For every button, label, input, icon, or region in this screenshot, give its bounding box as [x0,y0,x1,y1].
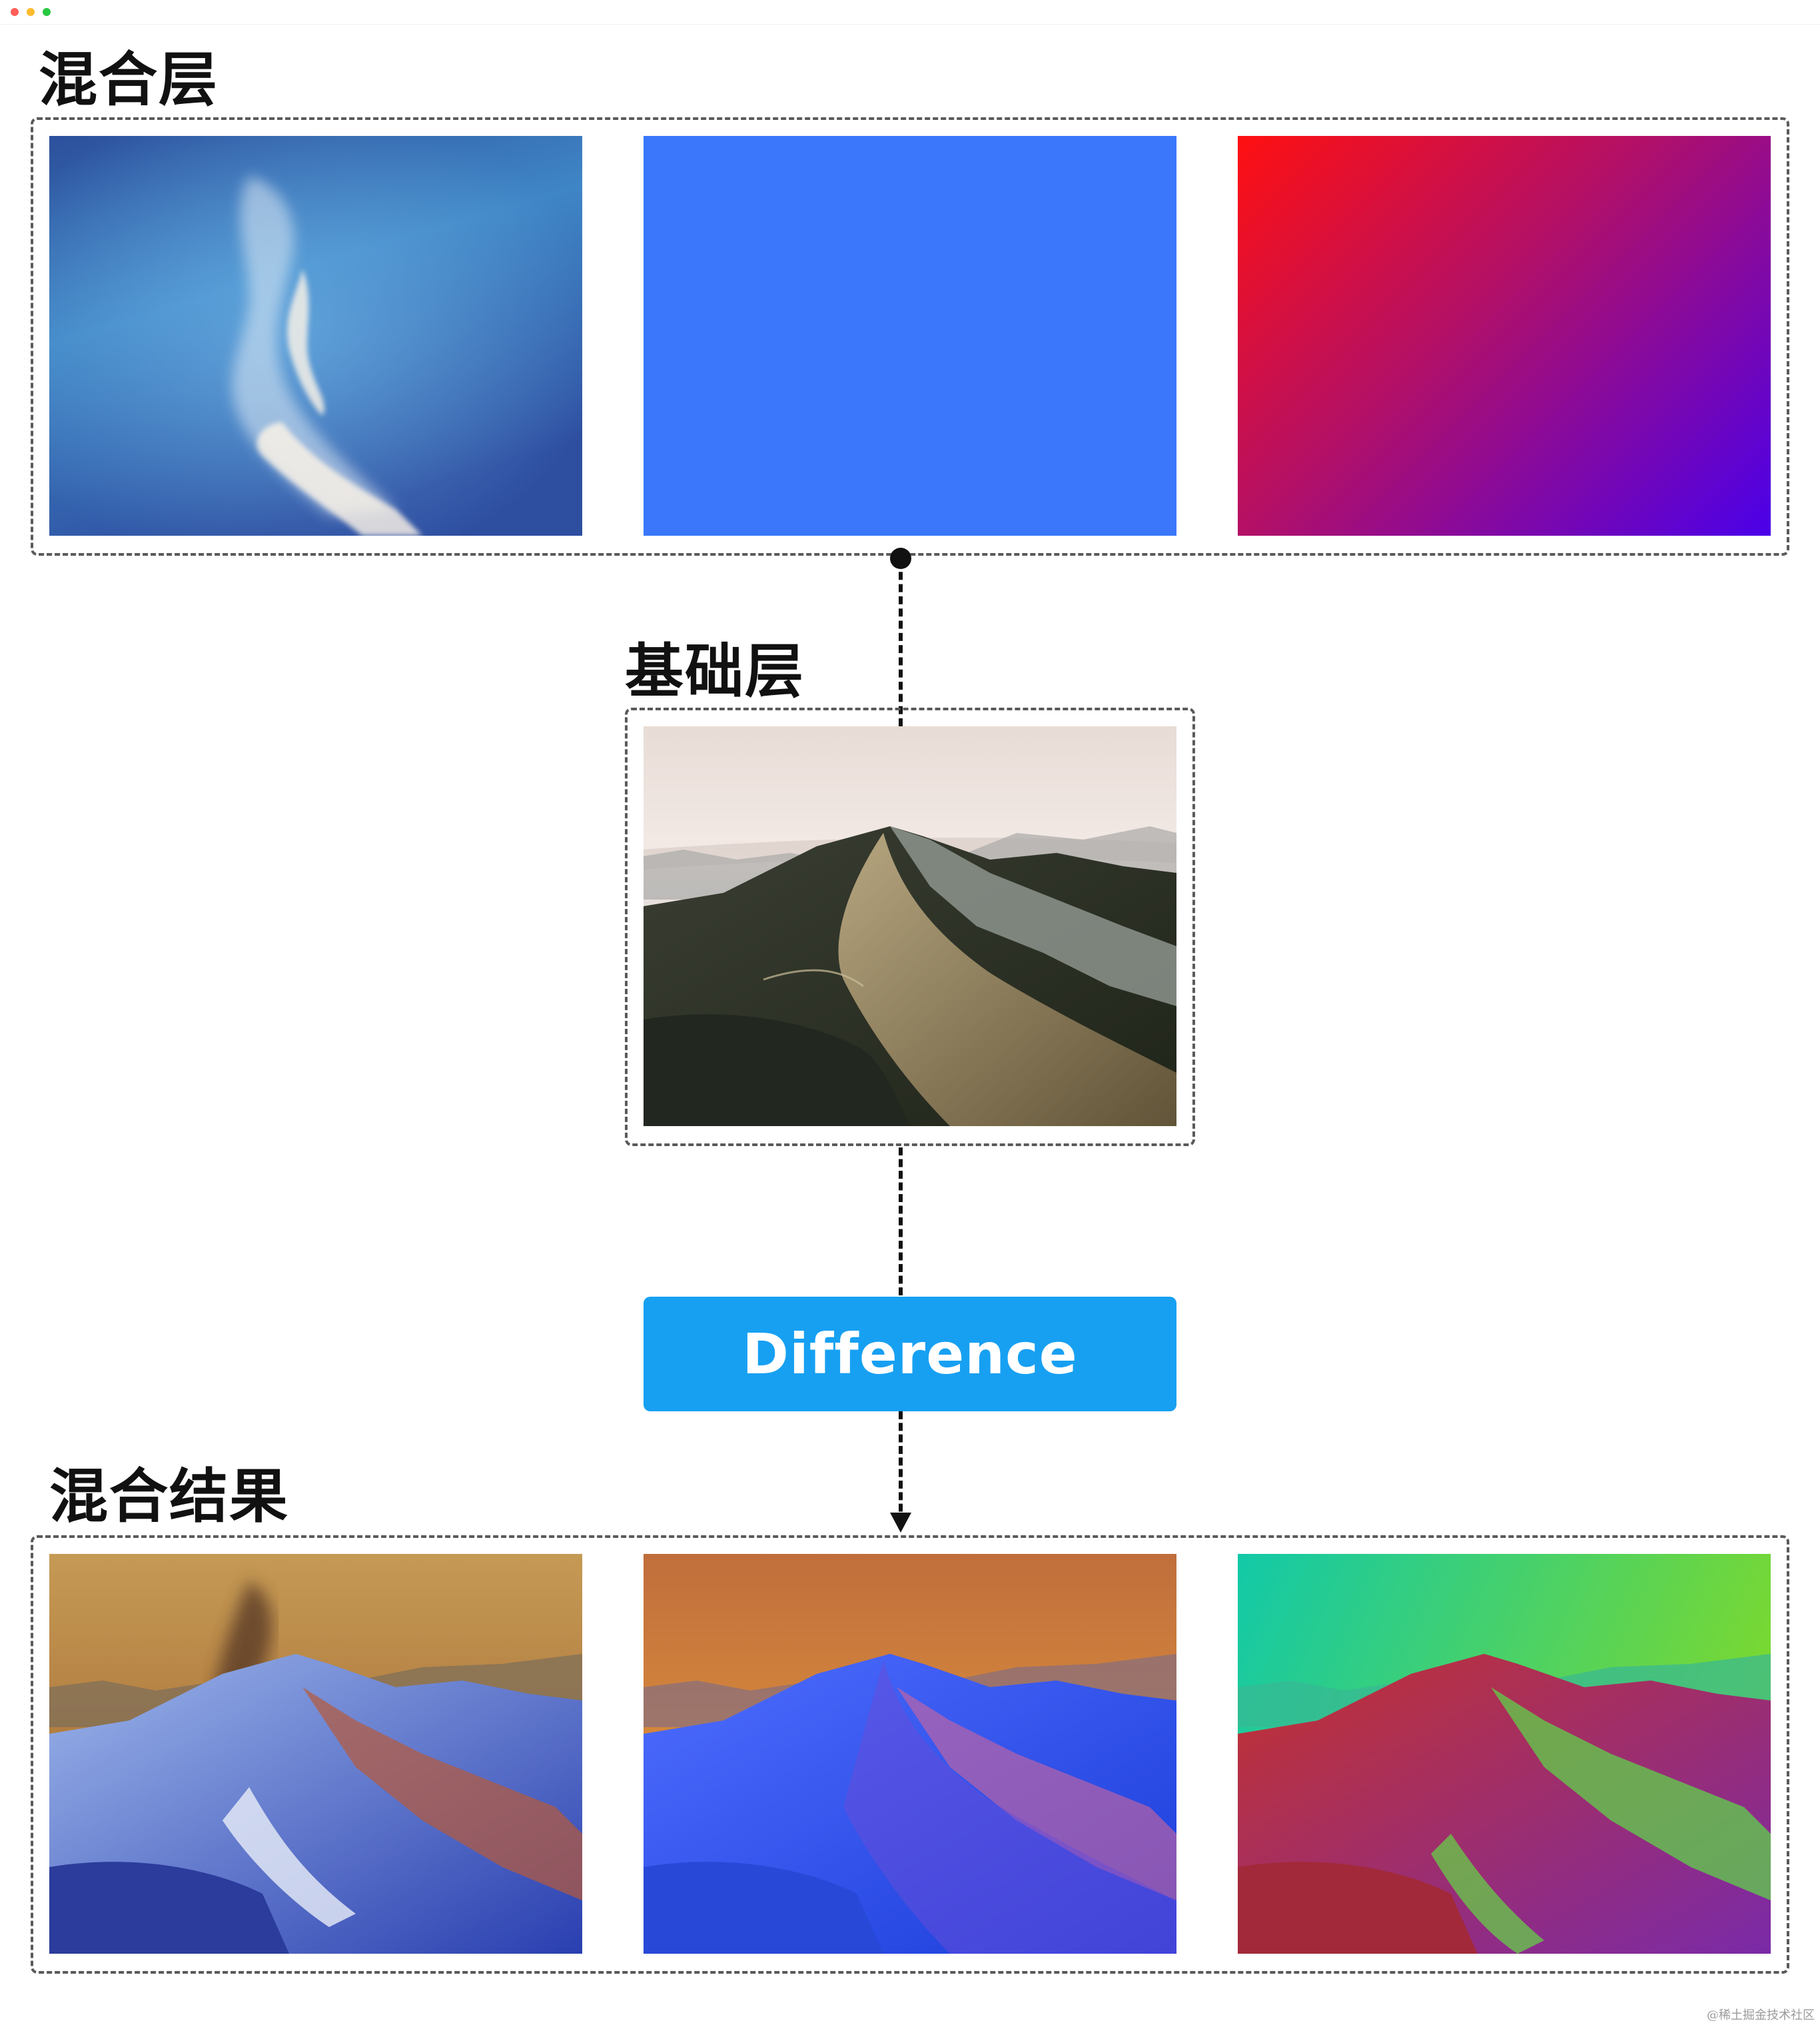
result-gradient-image [1238,1554,1771,1954]
sky-clouds-image [49,136,582,536]
mountain-photo [644,726,1176,1126]
maximize-window-dot[interactable] [43,8,51,16]
red-purple-gradient-swatch [1238,136,1771,536]
difference-mode-label: Difference [644,1297,1176,1411]
blend-layer-title: 混合层 [39,45,219,114]
connector-line-top [899,560,903,726]
result-sky-image [49,1554,582,1954]
minimize-window-dot[interactable] [27,8,35,16]
blend-result-title: 混合结果 [49,1462,290,1531]
base-layer-title: 基础层 [625,637,805,706]
solid-blue-swatch [644,136,1176,536]
blend-result-frame [31,1535,1789,1974]
watermark-text: @稀土掘金技术社区 [1707,2008,1815,2022]
connector-line-bottom [899,1411,903,1523]
connector-line-middle [899,1147,903,1295]
window-titlebar [0,0,1820,25]
result-blue-image [644,1554,1176,1954]
close-window-dot[interactable] [11,8,19,16]
base-layer-frame [625,708,1195,1146]
arrow-down-icon [890,1513,911,1533]
